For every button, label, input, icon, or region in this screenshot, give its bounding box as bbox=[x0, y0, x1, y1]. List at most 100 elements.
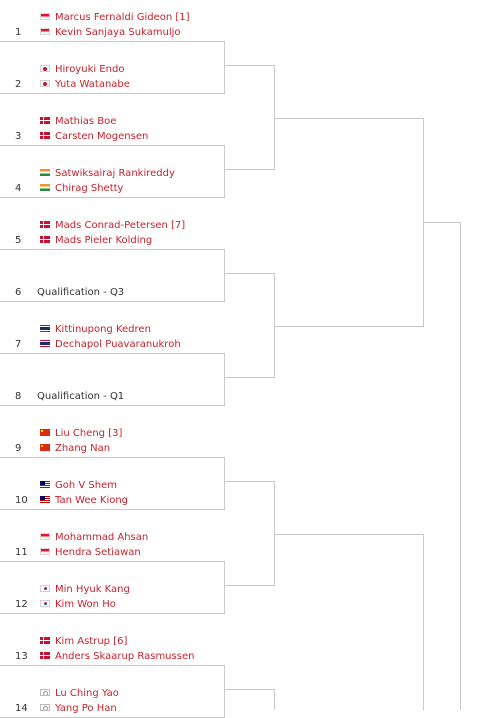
round-2-line bbox=[224, 65, 274, 66]
entry-seed-number: 14 bbox=[15, 703, 28, 714]
player-link[interactable]: Mads Conrad-Petersen [7] bbox=[40, 219, 185, 232]
player-name[interactable]: Mads Pieler Kolding bbox=[55, 235, 153, 246]
player-name[interactable]: Min Hyuk Kang bbox=[55, 584, 130, 595]
player-link[interactable]: Anders Skaarup Rasmussen bbox=[40, 650, 194, 663]
player-name[interactable]: Satwiksairaj Rankireddy bbox=[55, 168, 175, 179]
flag-denmark-icon bbox=[40, 132, 50, 139]
player-link[interactable]: Min Hyuk Kang bbox=[40, 583, 130, 596]
player-link[interactable]: Hendra Setiawan bbox=[40, 546, 141, 559]
entry-seed-number: 6 bbox=[15, 287, 22, 298]
player-link[interactable]: Mads Pieler Kolding bbox=[40, 234, 152, 247]
player-name[interactable]: Tan Wee Kiong bbox=[55, 495, 129, 506]
player-link[interactable]: Mohammad Ahsan bbox=[40, 531, 148, 544]
player-name[interactable]: Dechapol Puavaranukroh bbox=[55, 339, 181, 350]
entry-seed-number: 3 bbox=[15, 131, 22, 142]
player-name[interactable]: Hiroyuki Endo bbox=[55, 64, 125, 75]
round-3-line bbox=[274, 326, 424, 327]
flag-denmark-icon bbox=[40, 236, 50, 243]
player-name[interactable]: Mathias Boe bbox=[55, 116, 117, 127]
entry-underline bbox=[0, 197, 224, 198]
flag-taipei-icon bbox=[40, 689, 50, 696]
player-link[interactable]: Carsten Mogensen bbox=[40, 130, 148, 143]
entry-underline bbox=[0, 249, 224, 250]
round-3-connector bbox=[274, 481, 275, 586]
entry-underline bbox=[0, 613, 224, 614]
flag-japan-icon bbox=[40, 80, 50, 87]
flag-korea-icon bbox=[40, 585, 50, 592]
flag-china-icon bbox=[40, 429, 50, 436]
player-link[interactable]: Liu Cheng [3] bbox=[40, 427, 122, 440]
flag-indonesia-icon bbox=[40, 548, 50, 555]
flag-indonesia-icon bbox=[40, 533, 50, 540]
round-2-line bbox=[224, 169, 274, 170]
player-link[interactable]: Satwiksairaj Rankireddy bbox=[40, 167, 175, 180]
entry-underline bbox=[0, 301, 224, 302]
player-name[interactable]: Yuta Watanabe bbox=[55, 79, 130, 90]
player-link[interactable]: Kim Astrup [6] bbox=[40, 635, 127, 648]
entry-underline bbox=[0, 457, 224, 458]
player-name[interactable]: Kevin Sanjaya Sukamuljo bbox=[55, 27, 181, 38]
player-link[interactable]: Tan Wee Kiong bbox=[40, 494, 128, 507]
flag-denmark-icon bbox=[40, 637, 50, 644]
entry-seed-number: 8 bbox=[15, 391, 22, 402]
entry-seed-number: 4 bbox=[15, 183, 22, 194]
final-connector bbox=[460, 222, 461, 710]
player-link[interactable]: Kittinupong Kedren bbox=[40, 323, 151, 336]
entry-seed-number: 12 bbox=[15, 599, 28, 610]
player-name[interactable]: Goh V Shem bbox=[55, 480, 117, 491]
flag-india-icon bbox=[40, 169, 50, 176]
qualification-placeholder: Qualification - Q1 bbox=[37, 391, 125, 402]
player-link[interactable]: Goh V Shem bbox=[40, 479, 117, 492]
player-name[interactable]: Chirag Shetty bbox=[55, 183, 124, 194]
player-name[interactable]: Kim Astrup [6] bbox=[55, 636, 128, 647]
round-3-line bbox=[274, 118, 424, 119]
round-3-connector bbox=[274, 689, 275, 710]
flag-thailand-icon bbox=[40, 325, 50, 332]
player-name[interactable]: Hendra Setiawan bbox=[55, 547, 141, 558]
entry-seed-number: 5 bbox=[15, 235, 22, 246]
round-2-line bbox=[224, 377, 274, 378]
qualification-placeholder: Qualification - Q3 bbox=[37, 287, 125, 298]
entry-seed-number: 2 bbox=[15, 79, 22, 90]
round-2-line bbox=[224, 273, 274, 274]
entry-seed-number: 13 bbox=[15, 651, 28, 662]
player-name[interactable]: Liu Cheng [3] bbox=[55, 428, 123, 439]
entry-seed-number: 10 bbox=[15, 495, 28, 506]
flag-denmark-icon bbox=[40, 652, 50, 659]
flag-indonesia-icon bbox=[40, 28, 50, 35]
player-link[interactable]: Kim Won Ho bbox=[40, 598, 116, 611]
player-link[interactable]: Mathias Boe bbox=[40, 115, 116, 128]
player-link[interactable]: Dechapol Puavaranukroh bbox=[40, 338, 181, 351]
player-name[interactable]: Kim Won Ho bbox=[55, 599, 116, 610]
player-link[interactable]: Marcus Fernaldi Gideon [1] bbox=[40, 11, 190, 24]
flag-thailand-icon bbox=[40, 340, 50, 347]
player-name[interactable]: Mads Conrad-Petersen [7] bbox=[55, 220, 186, 231]
player-link[interactable]: Kevin Sanjaya Sukamuljo bbox=[40, 26, 181, 39]
player-name[interactable]: Lu Ching Yao bbox=[55, 688, 119, 699]
player-name[interactable]: Marcus Fernaldi Gideon [1] bbox=[55, 12, 190, 23]
player-link[interactable]: Hiroyuki Endo bbox=[40, 63, 124, 76]
player-link[interactable]: Chirag Shetty bbox=[40, 182, 123, 195]
player-name[interactable]: Anders Skaarup Rasmussen bbox=[55, 651, 195, 662]
flag-india-icon bbox=[40, 184, 50, 191]
round-2-line bbox=[224, 585, 274, 586]
player-name[interactable]: Kittinupong Kedren bbox=[55, 324, 151, 335]
round-2-connector bbox=[224, 457, 225, 510]
player-name[interactable]: Zhang Nan bbox=[55, 443, 111, 454]
player-link[interactable]: Yuta Watanabe bbox=[40, 78, 130, 91]
flag-denmark-icon bbox=[40, 221, 50, 228]
round-4-connector bbox=[423, 534, 424, 710]
entry-seed-number: 7 bbox=[15, 339, 22, 350]
entry-seed-number: 1 bbox=[15, 27, 22, 38]
flag-indonesia-icon bbox=[40, 13, 50, 20]
player-link[interactable]: Yang Po Han bbox=[40, 702, 117, 715]
player-link[interactable]: Lu Ching Yao bbox=[40, 687, 119, 700]
flag-malaysia-icon bbox=[40, 481, 50, 488]
player-name[interactable]: Yang Po Han bbox=[55, 703, 117, 714]
player-link[interactable]: Zhang Nan bbox=[40, 442, 110, 455]
entry-seed-number: 9 bbox=[15, 443, 22, 454]
player-name[interactable]: Carsten Mogensen bbox=[55, 131, 149, 142]
player-name[interactable]: Mohammad Ahsan bbox=[55, 532, 149, 543]
entry-underline bbox=[0, 353, 224, 354]
